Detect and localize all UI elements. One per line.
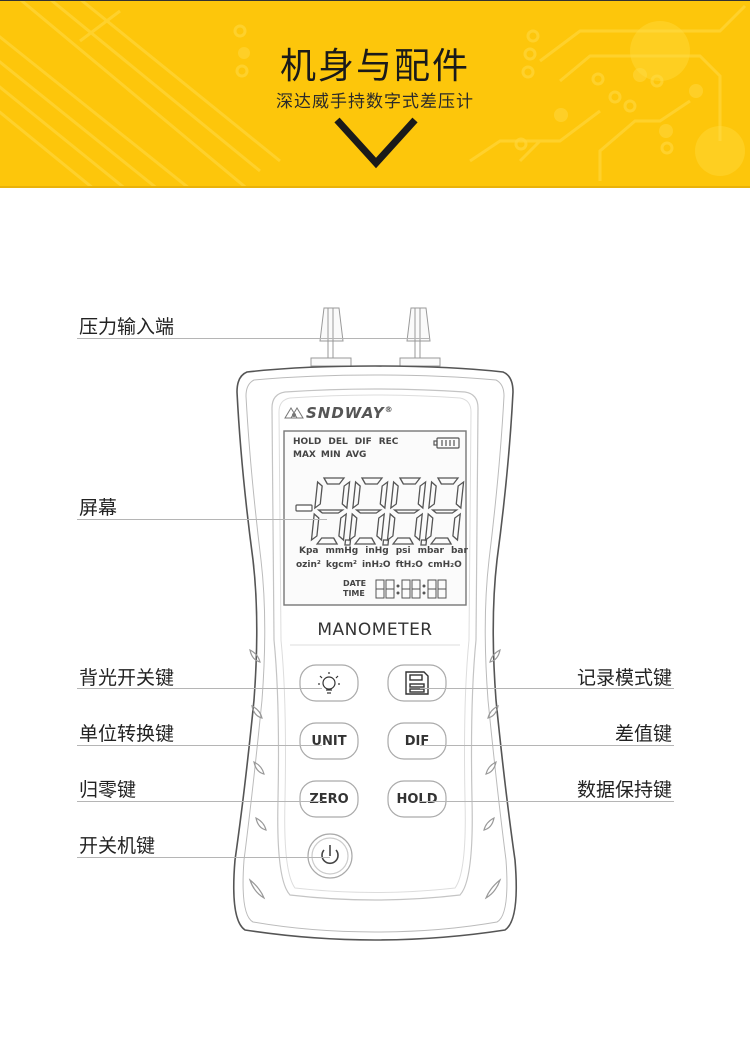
lcd-indicators-row1: HOLD DEL DIF REC [293, 437, 398, 447]
lcd-datetime-digits [375, 579, 447, 599]
indicator-max: MAX [293, 450, 316, 460]
indicator-min: MIN [320, 450, 341, 460]
battery-icon [433, 437, 460, 449]
hold-button[interactable]: HOLD [388, 792, 446, 807]
callout-screen: 屏幕 [79, 497, 118, 519]
header-banner: 机身与配件 深达威手持数字式差压计 [0, 0, 750, 188]
unit-inh2o: inH₂O [361, 560, 391, 570]
lcd-main-digits [310, 477, 465, 546]
lcd-units-row1: Kpa mmHg inHg psi mbar bar [299, 546, 468, 556]
lcd-date-label: DATE [343, 579, 367, 588]
lcd-time-label: TIME [343, 589, 365, 598]
lcd-minus-sign [295, 504, 313, 512]
lcd-units-row2: ozin² kgcm² inH₂O ftH₂O cmH₂O [296, 560, 462, 570]
model-label: MANOMETER [317, 620, 433, 640]
leader-line-zero [77, 801, 322, 802]
lightbulb-icon [318, 672, 340, 694]
dif-button-label: DIF [404, 734, 430, 749]
callout-power-key: 开关机键 [79, 835, 156, 857]
record-mode-button[interactable] [388, 665, 446, 701]
unit-mmhg: mmHg [325, 546, 359, 556]
page-title: 机身与配件 [279, 46, 470, 87]
unit-kgcm2: kgcm² [325, 560, 357, 570]
unit-inhg: inHg [365, 546, 389, 556]
unit-fth2o: ftH₂O [395, 560, 423, 570]
save-icon [405, 671, 429, 695]
indicator-hold: HOLD [293, 437, 322, 447]
banner-divider [0, 186, 750, 188]
indicator-dif: DIF [354, 437, 372, 447]
brand-logo: SNDWAY® [306, 404, 394, 422]
callout-zero-key: 归零键 [79, 779, 137, 801]
leader-line-power [77, 857, 330, 858]
indicator-avg: AVG [345, 450, 367, 460]
unit-button-label: UNIT [311, 734, 347, 749]
pressure-input-ports [310, 307, 441, 367]
leader-line-pressure-input [77, 338, 429, 339]
indicator-rec: REC [378, 437, 399, 447]
unit-button[interactable]: UNIT [300, 734, 358, 749]
unit-ozin2: ozin² [296, 560, 321, 570]
callout-record-mode-key: 记录模式键 [576, 667, 672, 689]
unit-bar: bar [450, 546, 468, 556]
callout-dif-key: 差值键 [614, 723, 672, 745]
chevron-down-icon [334, 117, 418, 169]
backlight-button[interactable] [300, 665, 358, 701]
zero-button[interactable]: ZERO [300, 792, 358, 807]
callout-unit-key: 单位转换键 [79, 723, 175, 745]
unit-mbar: mbar [417, 546, 444, 556]
device-buttons [299, 664, 447, 879]
dif-button[interactable]: DIF [388, 734, 446, 749]
unit-cmh2o: cmH₂O [427, 560, 462, 570]
callout-backlight-key: 背光开关键 [79, 667, 175, 689]
leader-line-record [420, 688, 674, 689]
power-icon [321, 845, 339, 865]
leader-line-dif [420, 745, 674, 746]
registered-mark: ® [384, 405, 394, 414]
zero-button-label: ZERO [309, 792, 349, 807]
hold-button-label: HOLD [396, 792, 438, 807]
leader-line-screen [77, 519, 327, 520]
leader-line-hold [420, 801, 674, 802]
unit-kpa: Kpa [299, 546, 319, 556]
unit-psi: psi [395, 546, 411, 556]
page-subtitle: 深达威手持数字式差压计 [276, 92, 474, 112]
leader-line-backlight [77, 688, 322, 689]
indicator-del: DEL [328, 437, 348, 447]
sndway-logo-icon [284, 407, 304, 419]
lcd-indicators-row2: MAX MIN AVG [293, 450, 366, 460]
circuit-pattern-background [0, 1, 747, 188]
leader-line-unit [77, 745, 322, 746]
callout-pressure-input: 压力输入端 [79, 316, 175, 338]
callout-hold-key: 数据保持键 [576, 779, 672, 801]
brand-name: SNDWAY [306, 404, 385, 422]
power-button[interactable] [308, 834, 352, 878]
